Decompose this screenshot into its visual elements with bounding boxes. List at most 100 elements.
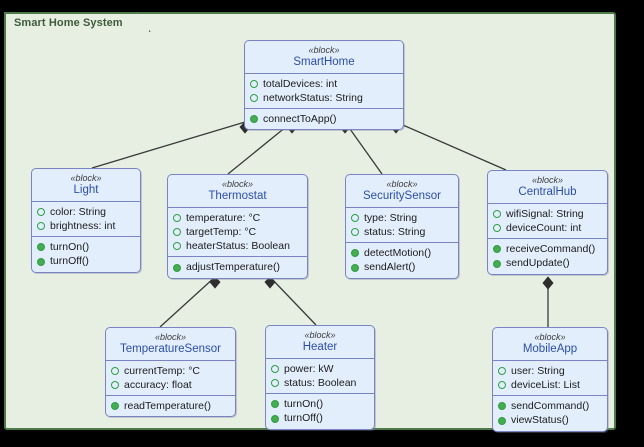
operation-row: turnOff() (271, 411, 369, 425)
block-heater[interactable]: «block» Heater power: kW status: Boolean… (265, 325, 375, 430)
block-header: «block» CentralHub (488, 171, 607, 203)
attribute-bullet-icon (493, 210, 501, 219)
attribute-row: accuracy: float (111, 378, 230, 392)
operation-bullet-icon (351, 249, 359, 258)
operation-row: readTemperature() (111, 399, 230, 413)
attribute-label: targetTemp: °C (186, 226, 257, 239)
attribute-label: deviceList: List (511, 379, 580, 392)
attribute-label: type: String (364, 211, 418, 224)
block-title: Heater (302, 341, 338, 354)
operation-label: sendAlert() (364, 261, 416, 274)
block-title: SmartHome (293, 56, 355, 69)
attribute-bullet-icon (173, 214, 181, 223)
operation-row: turnOn() (271, 397, 369, 411)
block-title: TemperatureSensor (120, 343, 221, 356)
operation-row: receiveCommand() (493, 242, 602, 256)
operation-label: sendUpdate() (506, 257, 570, 270)
frame-title-tab: Smart Home System (4, 12, 151, 32)
attribute-bullet-icon (37, 208, 45, 217)
attribute-label: color: String (50, 205, 107, 218)
attribute-row: power: kW (271, 362, 369, 376)
operation-label: sendCommand() (511, 400, 590, 413)
attribute-label: brightness: int (50, 220, 116, 233)
operation-row: turnOff() (37, 254, 135, 268)
block-header: «block» SecuritySensor (346, 175, 458, 207)
operations-compartment: detectMotion() sendAlert() (346, 242, 458, 277)
block-header: «block» Heater (266, 326, 374, 358)
attribute-bullet-icon (351, 228, 359, 237)
attribute-label: user: String (511, 364, 565, 377)
block-header: «block» TemperatureSensor (106, 328, 235, 360)
attribute-row: heaterStatus: Boolean (173, 239, 302, 253)
attribute-bullet-icon (111, 381, 119, 390)
block-mobileapp[interactable]: «block» MobileApp user: String deviceLis… (492, 327, 608, 432)
block-stereotype: «block» (154, 332, 187, 342)
block-centralhub[interactable]: «block» CentralHub wifiSignal: String de… (487, 170, 608, 275)
attribute-row: color: String (37, 205, 135, 219)
attribute-row: temperature: °C (173, 211, 302, 225)
operation-row: viewStatus() (498, 413, 602, 427)
attribute-row: totalDevices: int (250, 77, 398, 91)
operation-bullet-icon (498, 416, 506, 425)
attribute-bullet-icon (173, 242, 181, 251)
attribute-bullet-icon (498, 381, 506, 390)
attribute-row: deviceList: List (498, 378, 602, 392)
attribute-row: networkStatus: String (250, 91, 398, 105)
operations-compartment: readTemperature() (106, 395, 235, 416)
operation-row: adjustTemperature() (173, 260, 302, 274)
attributes-compartment: temperature: °C targetTemp: °C heaterSta… (168, 206, 307, 257)
attribute-label: heaterStatus: Boolean (186, 240, 290, 253)
attribute-row: deviceCount: int (493, 221, 602, 235)
block-title: MobileApp (522, 343, 578, 356)
operations-compartment: connectToApp() (245, 108, 403, 129)
attribute-bullet-icon (111, 367, 119, 376)
block-title: CentralHub (518, 186, 577, 199)
block-stereotype: «block» (308, 45, 340, 55)
operation-bullet-icon (351, 263, 359, 272)
attribute-row: status: String (351, 225, 453, 239)
operation-label: receiveCommand() (506, 243, 596, 256)
attributes-compartment: user: String deviceList: List (493, 359, 607, 395)
operation-row: sendUpdate() (493, 256, 602, 270)
operation-label: turnOn() (50, 241, 90, 254)
block-temperaturesensor[interactable]: «block» TemperatureSensor currentTemp: °… (105, 327, 236, 418)
operations-compartment: receiveCommand() sendUpdate() (488, 238, 607, 273)
attributes-compartment: color: String brightness: int (32, 200, 140, 236)
attribute-label: status: String (364, 226, 426, 239)
attribute-bullet-icon (37, 222, 45, 231)
block-light[interactable]: «block» Light color: String brightness: … (31, 168, 141, 273)
attribute-bullet-icon (351, 214, 359, 223)
attribute-row: user: String (498, 364, 602, 378)
operation-label: viewStatus() (511, 414, 569, 427)
operation-bullet-icon (37, 257, 45, 266)
operation-row: sendAlert() (351, 260, 453, 274)
operation-bullet-icon (493, 259, 501, 268)
attribute-row: wifiSignal: String (493, 207, 602, 221)
attribute-label: temperature: °C (186, 211, 261, 224)
operation-bullet-icon (173, 263, 181, 272)
attributes-compartment: currentTemp: °C accuracy: float (106, 359, 235, 395)
attribute-bullet-icon (271, 379, 279, 388)
attribute-label: wifiSignal: String (506, 207, 584, 220)
block-smarthome[interactable]: «block» SmartHome totalDevices: int netw… (244, 40, 404, 131)
operation-row: detectMotion() (351, 246, 453, 260)
operation-label: turnOff() (284, 412, 323, 425)
attribute-label: status: Boolean (284, 377, 357, 390)
block-thermostat[interactable]: «block» Thermostat temperature: °C targe… (167, 174, 308, 279)
block-stereotype: «block» (304, 330, 336, 340)
attribute-label: accuracy: float (124, 379, 192, 392)
attribute-label: currentTemp: °C (124, 364, 200, 377)
operations-compartment: sendCommand() viewStatus() (493, 395, 607, 430)
block-title: SecuritySensor (363, 190, 441, 203)
operation-label: turnOff() (50, 255, 89, 268)
block-stereotype: «block» (386, 179, 418, 189)
block-header: «block» MobileApp (493, 328, 607, 360)
block-securitysensor[interactable]: «block» SecuritySensor type: String stat… (345, 174, 459, 279)
operation-label: detectMotion() (364, 247, 432, 260)
attributes-compartment: totalDevices: int networkStatus: String (245, 72, 403, 108)
block-stereotype: «block» (531, 175, 564, 185)
block-stereotype: «block» (70, 173, 102, 183)
attribute-bullet-icon (173, 228, 181, 237)
operation-bullet-icon (111, 402, 119, 411)
